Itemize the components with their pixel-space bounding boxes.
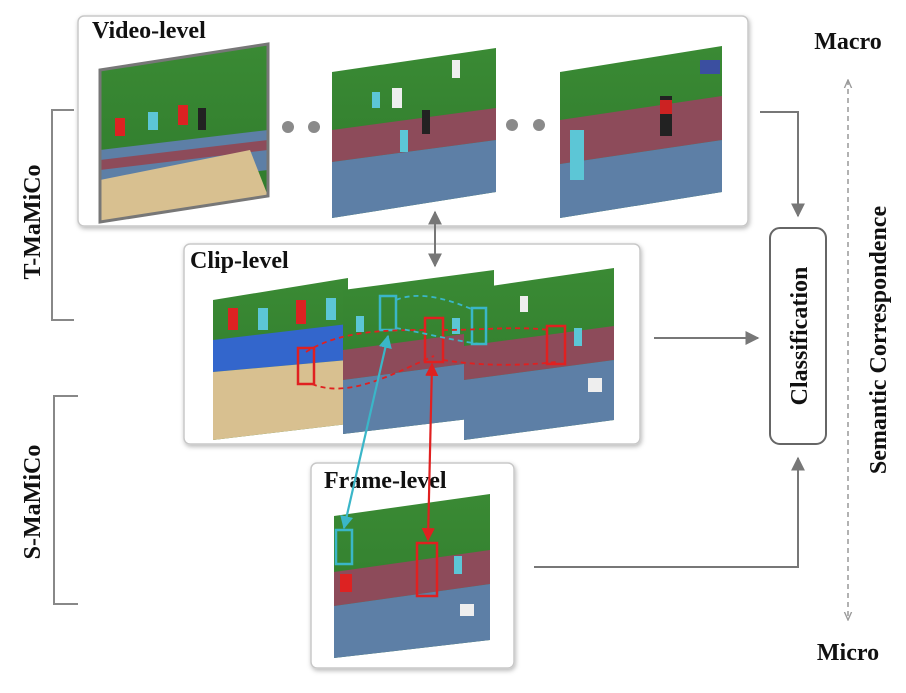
video-frame-2 [332,48,496,218]
semantic-correspondence-label: Semantic Correspondence [866,206,892,475]
video-to-classification-arrow [760,111,805,218]
clip-level-panel: Clip-level [183,243,641,445]
macro-label: Macro [814,29,882,55]
clip-level-label: Clip-level [190,248,289,274]
clip-frame-1 [213,278,348,440]
video-frame-3 [560,46,722,218]
red-correspondence-arrow [421,362,439,542]
video-level-panel: Video-level [77,15,749,227]
frame-to-classification-arrow [534,456,805,568]
frame-red-box [415,541,439,598]
s-mamico-bracket [53,395,78,605]
single-frame [334,494,490,658]
cyan-correspondence-arrow [340,334,392,530]
clip-red-box-3 [545,324,567,366]
clip-frame-3 [464,268,614,440]
dots-icon [282,121,320,133]
clip-red-box-1 [296,346,316,386]
video-level-label: Video-level [92,18,206,44]
t-mamico-label: T-MaMiCo [20,164,46,279]
micro-label: Micro [817,640,879,666]
t-mamico-bracket [51,109,74,321]
classification-label: Classification [787,267,813,406]
classification-box: Classification [769,227,827,445]
frame-cyan-box [334,528,354,566]
video-frame-1 [98,42,270,224]
s-mamico-label: S-MaMiCo [20,445,46,560]
dots-icon [506,119,545,131]
frame-level-panel: Frame-level [310,462,515,669]
clip-red-box-2 [423,316,445,364]
